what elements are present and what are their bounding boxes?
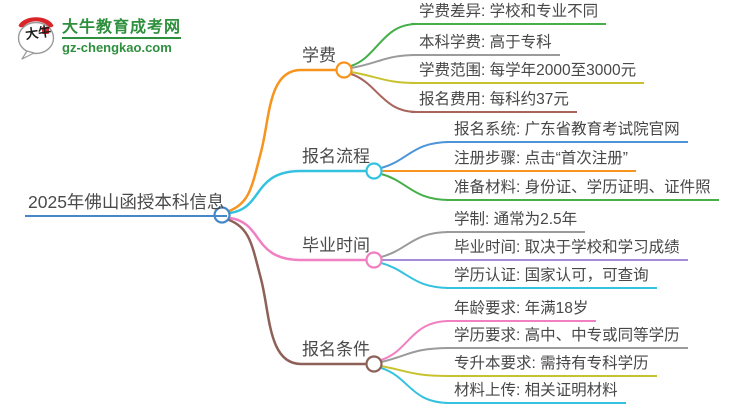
branch-junction-process (365, 162, 383, 180)
daniu-logo-icon: 大牛 (17, 17, 55, 60)
leaf-line (380, 320, 451, 361)
leaf-node-prepare-materials: 准备材料: 身份证、学历证明、证件照 (446, 178, 719, 201)
leaf-node-tuition-range: 学费范围: 每学年2000至3000元 (411, 61, 645, 84)
leaf-node-graduation-time: 毕业时间: 取决于学校和学习成绩 (446, 238, 688, 261)
leaf-line (380, 347, 451, 363)
root-node: 2025年佛山函授本科信息 (25, 191, 228, 217)
leaf-line (380, 141, 451, 169)
logo-site-url: gz-chengkao.com (62, 36, 182, 55)
leaf-line (380, 173, 451, 201)
leaf-line (380, 367, 451, 404)
leaf-node-diploma-recognition: 学历认证: 国家认可，可查询 (446, 266, 657, 289)
logo-site-name: 大牛教育成考网 (62, 18, 182, 36)
leaf-line (380, 231, 451, 258)
branch-node-requirements: 报名条件 (302, 340, 370, 359)
leaf-node-registration-fee: 报名费用: 每科约37元 (411, 90, 577, 113)
leaf-line (380, 365, 451, 377)
branch-junction-tuition (335, 61, 353, 79)
leaf-line (350, 73, 418, 113)
leaf-node-age-requirement: 年龄要求: 年满18岁 (446, 299, 597, 322)
leaf-node-material-upload: 材料上传: 相关证明材料 (446, 381, 626, 404)
leaf-node-register-steps: 注册步骤: 点击“首次注册” (446, 149, 636, 172)
leaf-node-registration-system: 报名系统: 广东省教育考试院官网 (446, 120, 688, 143)
branch-node-process: 报名流程 (302, 147, 370, 166)
branch-line-tuition (227, 68, 339, 213)
leaf-node-tuition-difference: 学费差异: 学校和专业不同 (411, 2, 607, 25)
leaf-line (350, 54, 418, 69)
leaf-line (350, 23, 418, 67)
svg-text:大牛: 大牛 (24, 23, 52, 41)
branch-node-tuition: 学费 (302, 46, 336, 65)
leaf-node-undergrad-tuition: 本科学费: 高于专科 (411, 33, 560, 56)
site-logo[interactable]: 大牛 大牛教育成考网 gz-chengkao.com (14, 12, 182, 60)
branch-line-process (228, 169, 368, 215)
leaf-line (350, 71, 418, 84)
branch-junction-requirements (365, 355, 383, 373)
leaf-line (380, 262, 451, 289)
branch-line-requirements (227, 218, 368, 366)
leaf-node-education-requirement: 学历要求: 高中、中专或同等学历 (446, 326, 688, 349)
branch-line-graduation (228, 216, 368, 262)
leaf-node-upgrade-requirement: 专升本要求: 需持有专科学历 (446, 354, 657, 377)
branch-junction-graduation (365, 251, 383, 269)
leaf-node-study-duration: 学制: 通常为2.5年 (446, 210, 586, 233)
branch-node-graduation: 毕业时间 (302, 236, 370, 255)
